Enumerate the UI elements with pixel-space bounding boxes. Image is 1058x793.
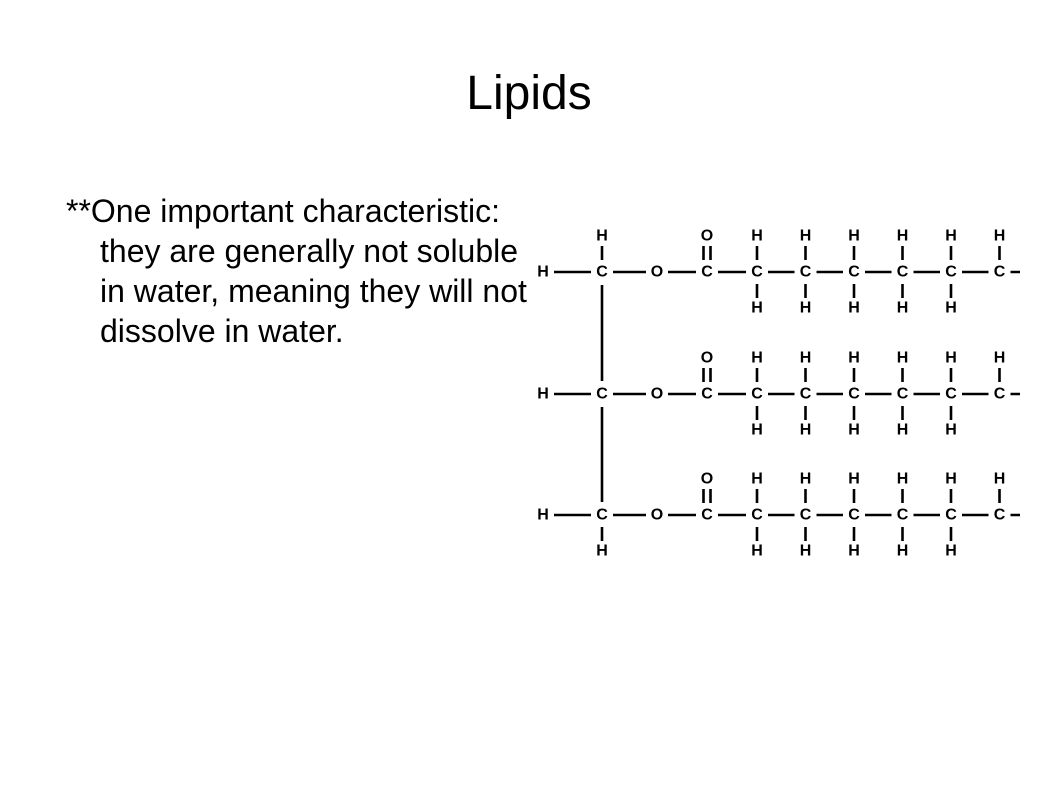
hydrogen-atom: H — [897, 300, 909, 317]
hydrogen-atom: H — [800, 543, 812, 560]
chain-carbon-atom: C — [800, 264, 812, 281]
hydrogen-atom: H — [800, 350, 812, 367]
ester-oxygen-atom: O — [651, 507, 663, 524]
hydrogen-atom: H — [945, 300, 957, 317]
chain-carbon-atom: C — [751, 264, 763, 281]
chain-carbon-atom: C — [994, 507, 1006, 524]
carbonyl-oxygen-atom: O — [701, 471, 713, 488]
chain-carbon-atom: C — [848, 507, 860, 524]
hydrogen-atom: H — [800, 471, 812, 488]
chain-carbon-atom: C — [751, 507, 763, 524]
chain-carbon-atom: C — [848, 264, 860, 281]
slide-title: Lipids — [466, 67, 592, 120]
hydrogen-atom: H — [751, 471, 763, 488]
glycerol-carbon-atom: C — [596, 264, 608, 281]
hydrogen-atom: H — [751, 350, 763, 367]
carbonyl-oxygen-atom: O — [701, 350, 713, 367]
hydrogen-atom: H — [897, 471, 909, 488]
triglyceride-structure-diagram: H H H C O C O C H H C H H C H H C H H C H H C H H H C O C O C H H C H H C H H C… — [537, 228, 1020, 560]
chain-carbon-atom: C — [945, 264, 957, 281]
chain-carbon-atom: C — [897, 264, 909, 281]
hydrogen-atom: H — [945, 228, 957, 245]
hydrogen-atom: H — [848, 422, 860, 439]
hydrogen-atom: H — [994, 350, 1006, 367]
hydrogen-atom: H — [994, 471, 1006, 488]
carbonyl-carbon-atom: C — [701, 386, 713, 403]
hydrogen-atom: H — [897, 228, 909, 245]
hydrogen-atom: H — [848, 228, 860, 245]
hydrogen-atom: H — [848, 300, 860, 317]
hydrogen-atom: H — [945, 422, 957, 439]
carbonyl-carbon-atom: C — [701, 264, 713, 281]
chain-carbon-atom: C — [994, 386, 1006, 403]
ester-oxygen-atom: O — [651, 386, 663, 403]
chain-carbon-atom: C — [800, 386, 812, 403]
hydrogen-atom: H — [848, 543, 860, 560]
hydrogen-atom: H — [537, 507, 549, 524]
hydrogen-atom: H — [537, 264, 549, 281]
chain-carbon-atom: C — [945, 507, 957, 524]
chain-carbon-atom: C — [994, 264, 1006, 281]
hydrogen-atom: H — [751, 543, 763, 560]
hydrogen-atom: H — [945, 350, 957, 367]
hydrogen-atom: H — [897, 350, 909, 367]
hydrogen-atom: H — [848, 350, 860, 367]
hydrogen-atom: H — [800, 422, 812, 439]
hydrogen-atom: H — [537, 386, 549, 403]
hydrogen-atom: H — [945, 543, 957, 560]
hydrogen-atom: H — [994, 228, 1006, 245]
hydrogen-atom: H — [800, 300, 812, 317]
carbonyl-carbon-atom: C — [701, 507, 713, 524]
hydrogen-atom: H — [751, 422, 763, 439]
hydrogen-atom: H — [596, 228, 608, 245]
glycerol-carbon-atom: C — [596, 507, 608, 524]
hydrogen-atom: H — [751, 228, 763, 245]
chain-carbon-atom: C — [897, 386, 909, 403]
hydrogen-atom: H — [751, 300, 763, 317]
hydrogen-atom: H — [897, 422, 909, 439]
hydrogen-atom: H — [897, 543, 909, 560]
slide-body-text: **One important characteristic: they are… — [66, 193, 527, 349]
ester-oxygen-atom: O — [651, 264, 663, 281]
carbonyl-oxygen-atom: O — [701, 228, 713, 245]
hydrogen-atom: H — [596, 543, 608, 560]
chain-carbon-atom: C — [800, 507, 812, 524]
chain-carbon-atom: C — [897, 507, 909, 524]
chain-carbon-atom: C — [751, 386, 763, 403]
hydrogen-atom: H — [848, 471, 860, 488]
hydrogen-atom: H — [945, 471, 957, 488]
hydrogen-atom: H — [800, 228, 812, 245]
chain-carbon-atom: C — [945, 386, 957, 403]
chain-carbon-atom: C — [848, 386, 860, 403]
glycerol-carbon-atom: C — [596, 386, 608, 403]
